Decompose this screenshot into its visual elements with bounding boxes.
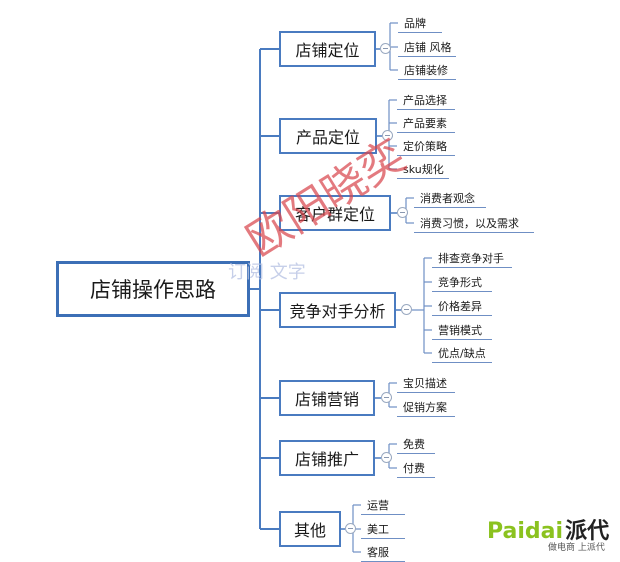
leaf-node[interactable]: 运营 <box>361 495 405 515</box>
leaf-label: 促销方案 <box>403 400 447 414</box>
leaf-label: sku规化 <box>403 162 444 176</box>
leaf-node[interactable]: 美工 <box>361 519 405 539</box>
root-node[interactable]: 店铺操作思路 <box>56 261 250 317</box>
branch-node[interactable]: 其他 <box>279 511 341 547</box>
leaf-node[interactable]: 定价策略 <box>397 136 455 156</box>
root-label: 店铺操作思路 <box>90 278 216 302</box>
branch-node[interactable]: 竞争对手分析 <box>279 292 396 328</box>
leaf-node[interactable]: 优点/缺点 <box>432 343 492 363</box>
leaf-node[interactable]: 消费者观念 <box>414 188 486 208</box>
leaf-node[interactable]: 宝贝描述 <box>397 373 455 393</box>
leaf-node[interactable]: 品牌 <box>398 13 442 33</box>
logo-brand: Paidai <box>487 519 564 544</box>
leaf-label: 免费 <box>403 437 425 451</box>
branch-label: 产品定位 <box>295 128 360 147</box>
leaf-node[interactable]: 客服 <box>361 542 405 562</box>
collapse-toggle-icon[interactable] <box>345 523 356 534</box>
leaf-node[interactable]: 消费习惯，以及需求 <box>414 213 534 233</box>
leaf-label: 产品要素 <box>403 116 447 130</box>
leaf-label: 店铺 风格 <box>404 40 452 54</box>
leaf-node[interactable]: sku规化 <box>397 159 449 179</box>
leaf-label: 价格差异 <box>438 299 482 313</box>
branch-node[interactable]: 客户群定位 <box>279 195 391 231</box>
branch-label: 店铺定位 <box>295 41 360 60</box>
branch-label: 店铺营销 <box>294 390 359 409</box>
leaf-node[interactable]: 价格差异 <box>432 296 492 316</box>
leaf-label: 品牌 <box>404 16 426 30</box>
collapse-toggle-icon[interactable] <box>381 392 392 403</box>
branch-node[interactable]: 产品定位 <box>279 118 377 154</box>
leaf-label: 定价策略 <box>403 139 447 153</box>
leaf-node[interactable]: 产品选择 <box>397 90 455 110</box>
leaf-node[interactable]: 营销模式 <box>432 320 492 340</box>
leaf-label: 营销模式 <box>438 323 482 337</box>
branch-label: 其他 <box>293 521 326 540</box>
branch-node[interactable]: 店铺推广 <box>279 440 375 476</box>
logo-tagline: 做电商 上派代 <box>548 543 605 553</box>
leaf-node[interactable]: 排查竞争对手 <box>432 248 512 268</box>
branch-label: 店铺推广 <box>294 450 359 469</box>
collapse-toggle-icon[interactable] <box>401 304 412 315</box>
leaf-label: 宝贝描述 <box>403 376 447 390</box>
collapse-toggle-icon[interactable] <box>380 43 391 54</box>
collapse-toggle-icon[interactable] <box>382 130 393 141</box>
leaf-label: 竞争形式 <box>438 275 482 289</box>
logo-brand-cn: 派代 <box>565 519 610 544</box>
collapse-toggle-icon[interactable] <box>381 452 392 463</box>
leaf-label: 美工 <box>367 522 389 536</box>
leaf-node[interactable]: 免费 <box>397 434 435 454</box>
leaf-label: 排查竞争对手 <box>438 251 504 265</box>
leaf-label: 店铺装修 <box>404 63 448 77</box>
leaf-label: 消费习惯，以及需求 <box>420 216 519 230</box>
leaf-node[interactable]: 付费 <box>397 458 435 478</box>
leaf-label: 付费 <box>403 461 425 475</box>
paidai-logo: Paidai 派代 <box>487 513 609 545</box>
leaf-label: 客服 <box>367 545 389 559</box>
leaf-node[interactable]: 店铺装修 <box>398 60 456 80</box>
leaf-label: 优点/缺点 <box>438 346 486 360</box>
collapse-toggle-icon[interactable] <box>397 207 408 218</box>
branch-node[interactable]: 店铺营销 <box>279 380 375 416</box>
branch-node[interactable]: 店铺定位 <box>279 31 376 67</box>
leaf-node[interactable]: 产品要素 <box>397 113 455 133</box>
leaf-node[interactable]: 促销方案 <box>397 397 455 417</box>
branch-label: 竞争对手分析 <box>289 302 386 321</box>
leaf-label: 运营 <box>367 498 389 512</box>
leaf-label: 消费者观念 <box>420 191 475 205</box>
leaf-node[interactable]: 店铺 风格 <box>398 37 456 57</box>
leaf-node[interactable]: 竞争形式 <box>432 272 492 292</box>
branch-label: 客户群定位 <box>294 205 375 224</box>
watermark-faint: 订阅 文字 <box>228 262 306 283</box>
leaf-label: 产品选择 <box>403 93 447 107</box>
